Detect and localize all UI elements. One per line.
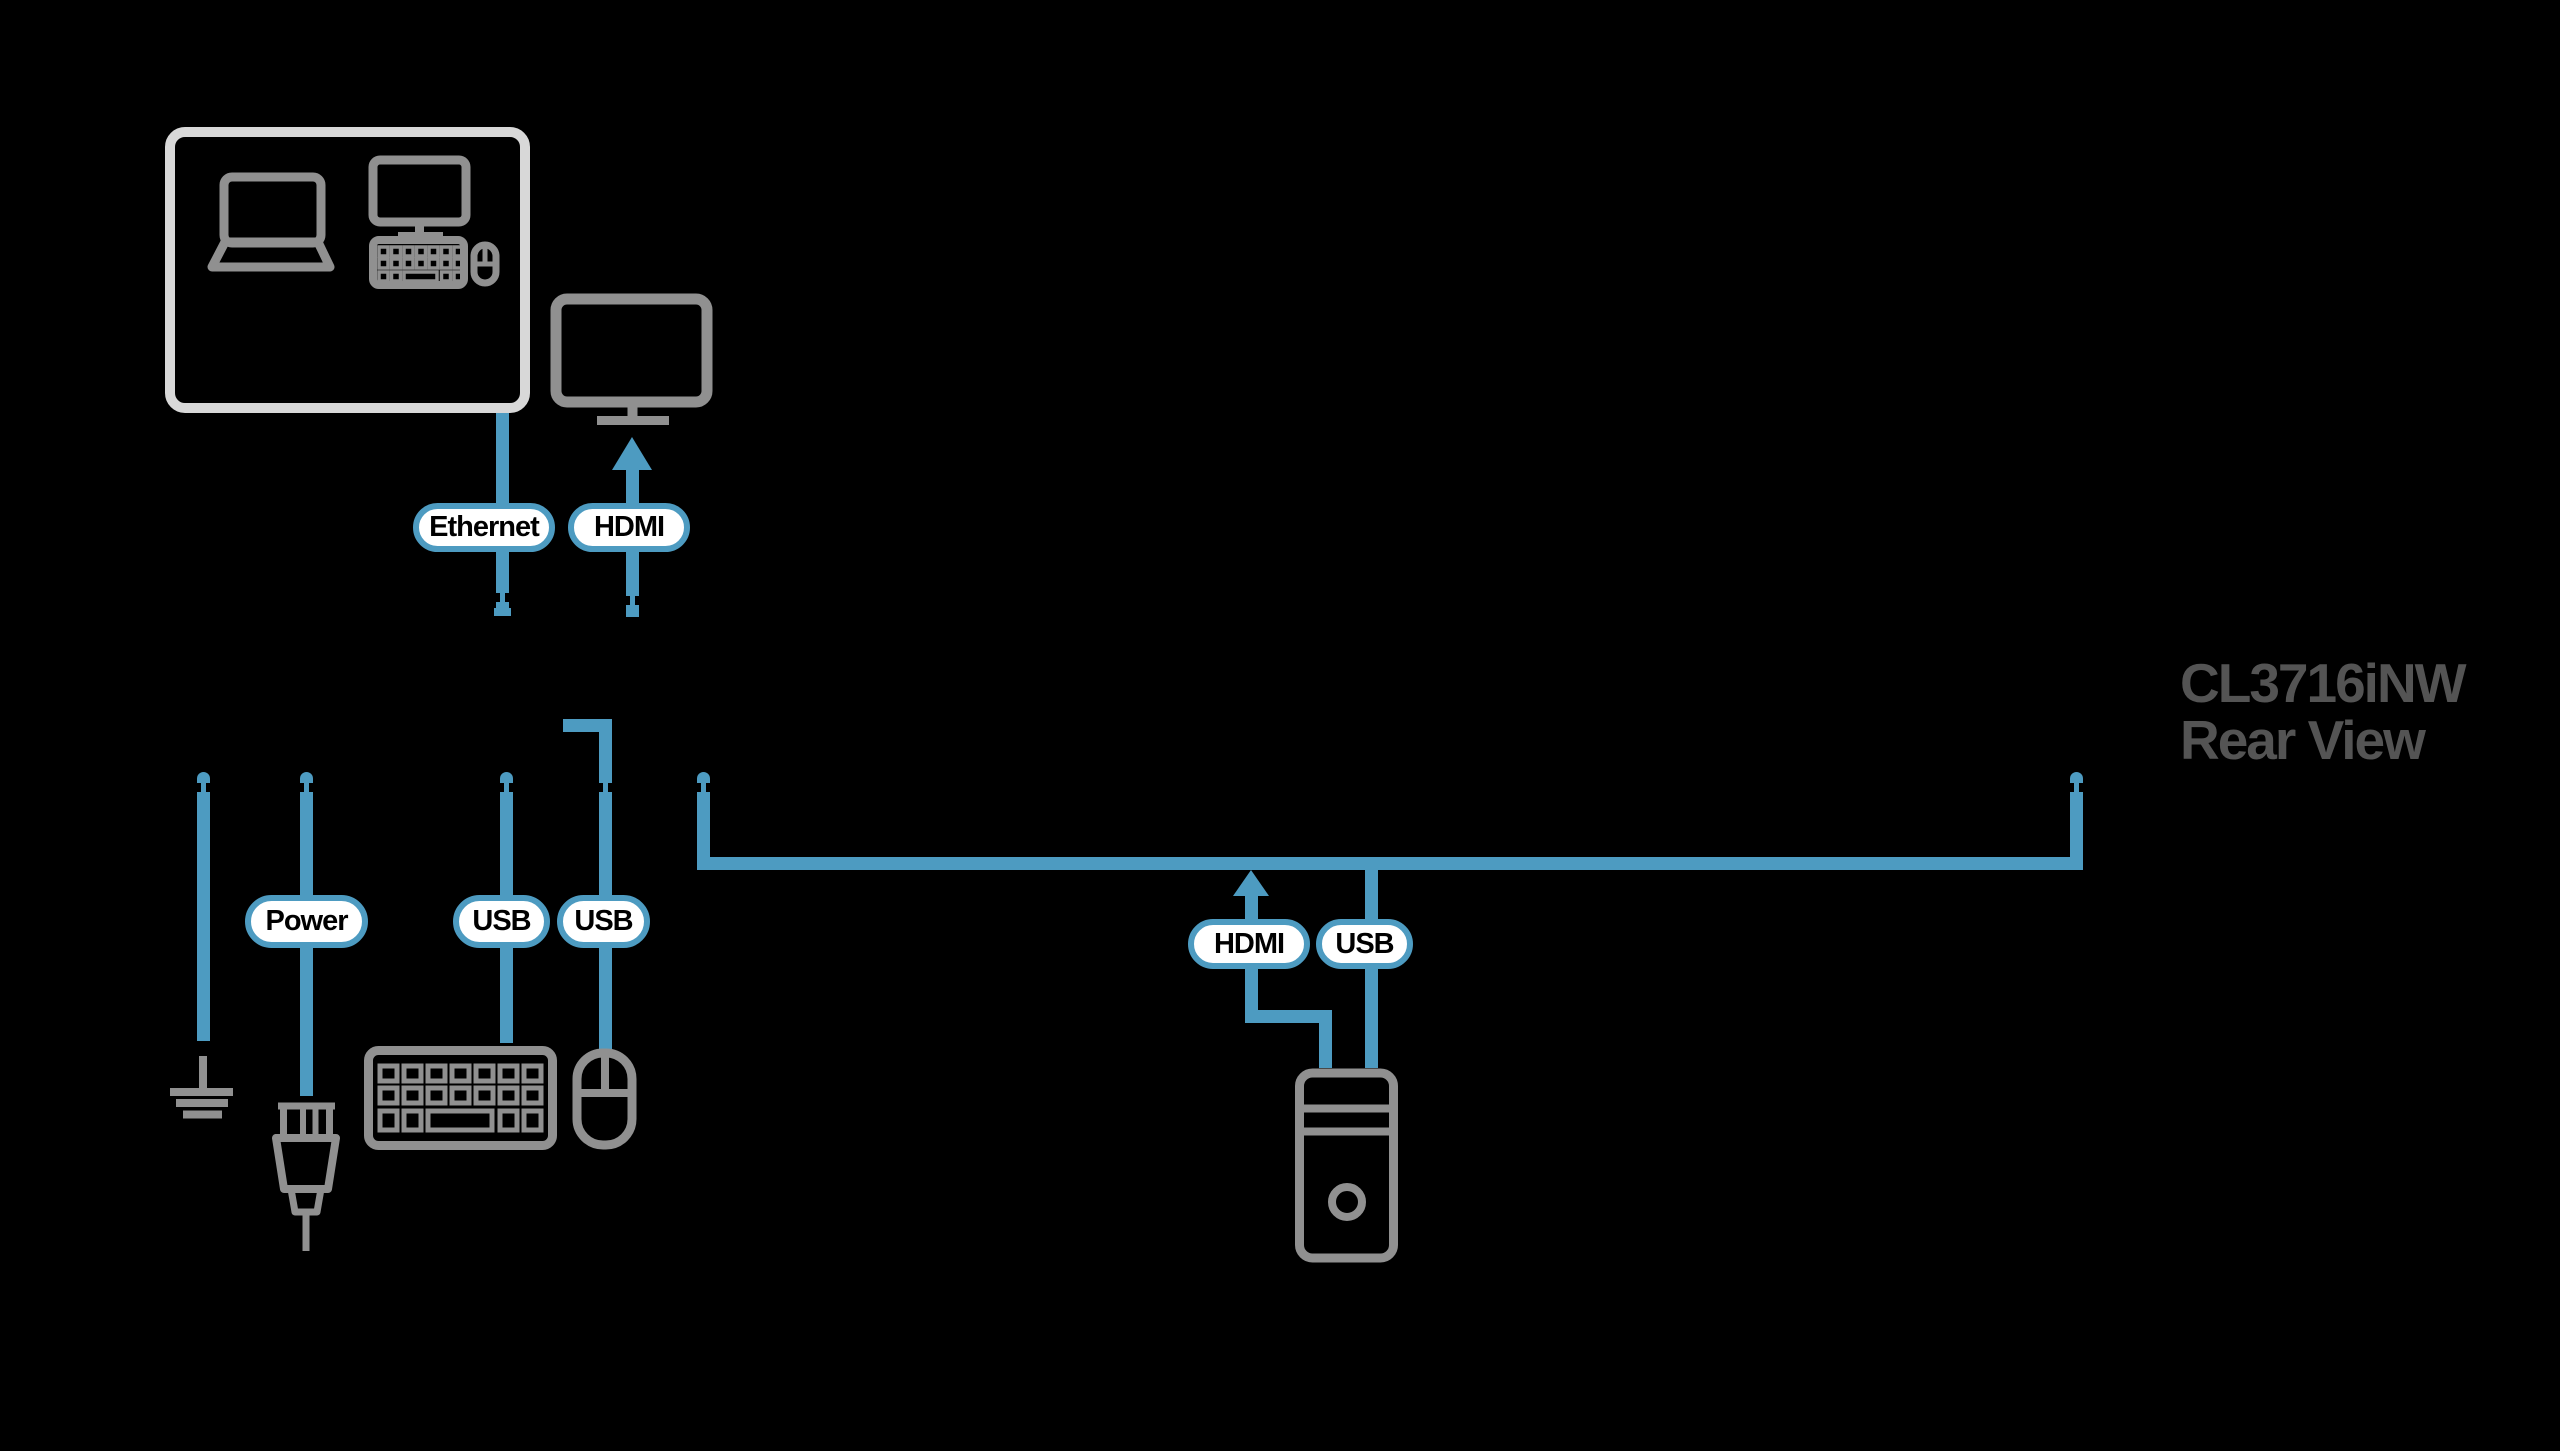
local-console-box <box>165 127 530 413</box>
device-title: CL3716iNW Rear View <box>2180 655 2540 769</box>
hdmi-computer-cable-arm <box>1245 1010 1332 1023</box>
mouse-icon <box>572 1048 637 1150</box>
usb-computer-label-pill: USB <box>1316 919 1413 969</box>
hdmi-computer-arrow <box>1233 870 1269 896</box>
bus-cable-left-stub <box>697 772 710 864</box>
ground-icon <box>170 1056 233 1119</box>
power-plug-icon <box>272 1102 340 1251</box>
power-label-pill: Power <box>245 895 368 948</box>
device-title-line1: CL3716iNW <box>2180 652 2467 714</box>
bus-cable-right-stub <box>2070 772 2083 864</box>
ethernet-label-pill: Ethernet <box>413 503 555 552</box>
desktop-console-icon <box>368 155 500 289</box>
monitor-icon <box>550 293 713 425</box>
hdmi-computer-cable-lower <box>1245 969 1258 1023</box>
usb-keyboard-label-pill: USB <box>453 895 550 948</box>
hdmi-monitor-label-pill: HDMI <box>568 503 690 552</box>
usb-mouse-label-pill: USB <box>557 895 650 948</box>
hdmi-monitor-arrow <box>612 437 652 470</box>
bus-cable-horizontal <box>697 857 2083 870</box>
usb-mouse-cable <box>599 719 612 1050</box>
hdmi-computer-label-pill: HDMI <box>1188 919 1310 969</box>
hdmi-computer-cable-drop <box>1319 1010 1332 1068</box>
hdmi-computer-cable-upper <box>1245 893 1258 920</box>
device-title-line2: Rear View <box>2180 709 2426 771</box>
laptop-icon <box>207 172 335 272</box>
ground-cable <box>197 772 210 1041</box>
keyboard-icon <box>364 1046 557 1150</box>
computer-tower-icon <box>1295 1068 1398 1263</box>
ethernet-cable-tip <box>494 608 511 616</box>
